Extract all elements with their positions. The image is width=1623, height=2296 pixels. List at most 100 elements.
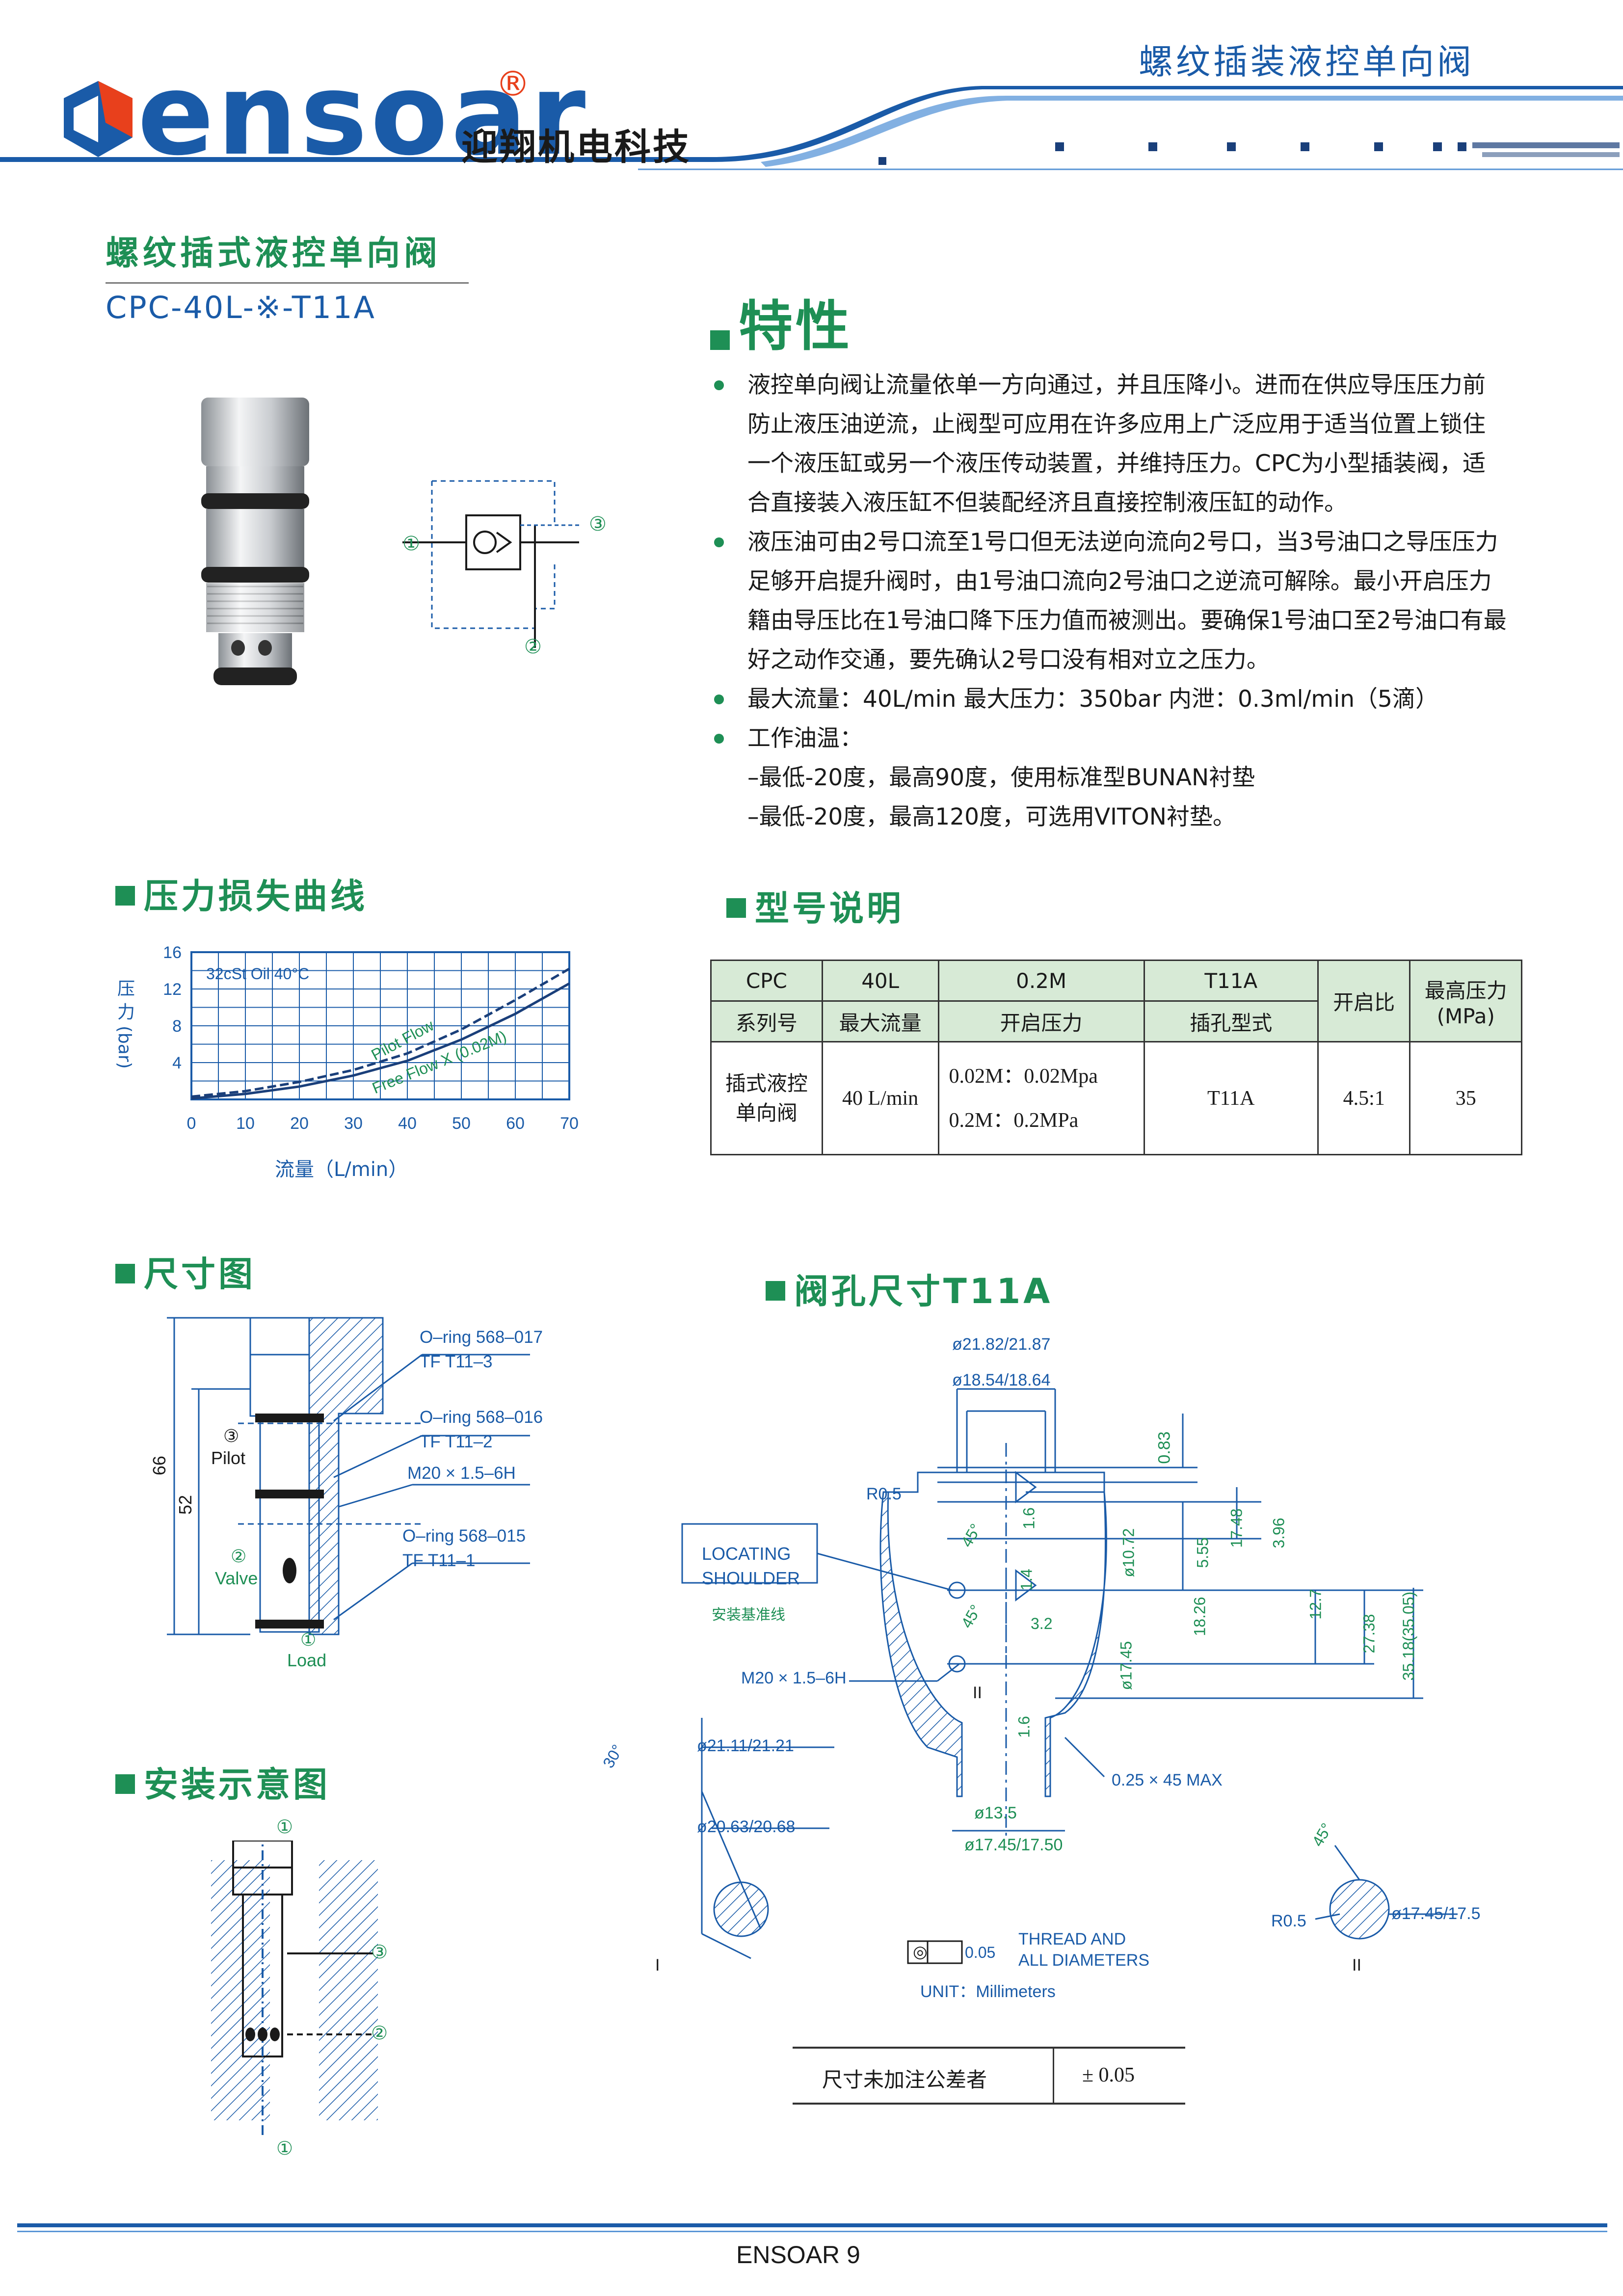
cavity-r05: R0.5 xyxy=(866,1485,902,1503)
cavity-127: 12.7 xyxy=(1306,1589,1325,1620)
maxp-head: 最高压力 xyxy=(1424,978,1507,1003)
y-tick-label: 12 xyxy=(163,980,182,999)
maxp-unit: (MPa) xyxy=(1437,1004,1495,1028)
x-tick-label: 40 xyxy=(398,1114,417,1133)
cavity-thread: M20 × 1.5–6H xyxy=(741,1669,847,1687)
x-tick-label: 20 xyxy=(290,1114,309,1133)
pilot-flow-label: Pilot Flow xyxy=(368,1016,437,1064)
x-tick-label: 70 xyxy=(560,1114,579,1133)
model-cell: 插式液控单向阀 xyxy=(710,1041,823,1155)
detail2-roman: II xyxy=(1352,1956,1361,1975)
valve-photo xyxy=(201,398,309,685)
section-square-icon xyxy=(726,898,746,918)
model-head-cell: CPC xyxy=(710,960,823,1002)
cavity-heading: 阀孔尺寸T11A xyxy=(766,1264,1053,1313)
detail2-diameter: ø17.45/17.5 xyxy=(1391,1904,1481,1923)
y-tick-label: 16 xyxy=(163,943,182,962)
pressure-curve-title: 压力损失曲线 xyxy=(144,876,368,916)
cavity-32: 3.2 xyxy=(1031,1615,1053,1632)
cavity-drawing xyxy=(681,1388,1458,1964)
unit-note: UNIT：Millimeters xyxy=(920,1982,1056,2001)
model-desc-heading: 型号说明 xyxy=(726,881,904,931)
product-divider xyxy=(106,282,469,284)
install-port-1-top: ① xyxy=(276,1817,293,1838)
dimension-heading: 尺寸图 xyxy=(115,1247,256,1296)
model-head-cell: T11A xyxy=(1143,960,1319,1002)
x-tick-label: 50 xyxy=(452,1114,471,1133)
bullet-icon xyxy=(714,537,724,547)
dim-52: 52 xyxy=(175,1495,196,1515)
symbol-port-1: ① xyxy=(402,533,420,555)
install-title: 安装示意图 xyxy=(144,1764,330,1805)
tf-label-2: TF T11–2 xyxy=(420,1432,493,1451)
install-port-3: ③ xyxy=(371,1942,388,1963)
tf-label-1: TF T11–3 xyxy=(420,1352,493,1371)
bullet-icon xyxy=(714,734,724,744)
product-model: CPC-40L-※-T11A xyxy=(106,290,376,325)
bullet-icon xyxy=(714,694,724,704)
tolerance-value: 0.05 xyxy=(965,1944,996,1961)
product-name: 螺纹插式液控单向阀 xyxy=(106,234,442,273)
model-head-cell: 0.2M xyxy=(937,960,1145,1002)
oring-label-1: O–ring 568–017 xyxy=(420,1328,543,1347)
pilot-label: Pilot xyxy=(211,1448,246,1468)
model-head-cell: 开启比 xyxy=(1317,960,1411,1042)
footer-text: ENSOAR 9 xyxy=(736,2241,860,2269)
cavity-d2: ø18.54/18.64 xyxy=(952,1371,1051,1389)
symbol-port-3: ③ xyxy=(589,513,607,535)
feature-line: 最大流量：40L/min 最大压力：350bar 内泄：0.3ml/min（5滴… xyxy=(714,680,1438,719)
logo-wordmark: ensoar xyxy=(137,50,589,181)
model-table: CPC 40L 0.2M T11A 开启比 最高压力 (MPa) 系列号 最大流… xyxy=(710,960,1522,1155)
feature-line: 足够开启提升阀时，由1号油口流向2号油口之逆流可解除。最小开启压力 xyxy=(747,568,1492,595)
feature-line: 防止液压油逆流，止阀型可应用在许多应用上广泛应用于适当位置上锁住 xyxy=(747,411,1486,438)
locating-label-2: SHOULDER xyxy=(702,1568,800,1588)
series-line xyxy=(191,967,570,1098)
cavity-d2111: ø21.11/21.21 xyxy=(697,1736,794,1755)
install-diagram xyxy=(211,1841,378,2135)
cavity-16a: 1.6 xyxy=(1020,1507,1038,1529)
cavity-555: 5.55 xyxy=(1194,1537,1212,1568)
footer-rule-thin xyxy=(17,2231,1607,2232)
tolerance-label: 尺寸未加注公差者 xyxy=(822,2069,987,2092)
feature-line: 液控单向阀让流量依单一方向通过，并且压降小。进而在供应导压压力前 xyxy=(714,366,1486,405)
model-head-cell: 开启压力 xyxy=(937,1000,1145,1042)
oil-note: 32cSt Oil 40°C xyxy=(206,965,309,983)
tolerance-value-cell: ± 0.05 xyxy=(1082,2064,1135,2086)
feature-line: 液压油可由2号口流至1号口但无法逆向流向2号口，当3号油口之导压压力 xyxy=(714,523,1498,562)
locating-label-cn: 安装基准线 xyxy=(712,1607,785,1623)
pressure-xlabel: 流量（L/min） xyxy=(275,1158,408,1181)
locating-label-1: LOCATING xyxy=(702,1544,791,1564)
cavity-roman1: I xyxy=(655,1956,660,1975)
model-desc-title: 型号说明 xyxy=(755,888,904,929)
logo-registered: ® xyxy=(496,64,530,104)
model-head-cell: 插孔型式 xyxy=(1143,1000,1319,1042)
x-tick-label: 60 xyxy=(506,1114,525,1133)
port-circle-1: ① xyxy=(300,1629,317,1650)
cavity-14: 1.4 xyxy=(1017,1569,1036,1591)
model-cell: T11A xyxy=(1143,1041,1319,1155)
oring-label-2: O–ring 568–016 xyxy=(420,1408,543,1427)
tolerance-table: 尺寸未加注公差者 ± 0.05 xyxy=(793,2047,1185,2105)
cavity-d1: ø21.82/21.87 xyxy=(952,1335,1051,1354)
detail2-r05: R0.5 xyxy=(1271,1912,1306,1930)
logo-icon xyxy=(64,81,133,157)
page-top-title: 螺纹插装液控单向阀 xyxy=(1139,42,1474,82)
cavity-d135: ø13.5 xyxy=(974,1804,1017,1822)
cavity-d2063: ø20.63/20.68 xyxy=(697,1817,796,1836)
model-cell: 35 xyxy=(1409,1041,1522,1155)
tolerance-divider xyxy=(1053,2049,1054,2103)
model-head-cell: 系列号 xyxy=(710,1000,823,1042)
feature-line: 籍由导压比在1号油口降下压力值而被测出。要确保1号油口至2号油口有最 xyxy=(747,607,1507,634)
install-port-1-bottom: ① xyxy=(276,2138,293,2159)
valve-label: Valve xyxy=(215,1568,258,1588)
install-heading: 安装示意图 xyxy=(115,1757,330,1807)
feature-line: 工作油温： xyxy=(714,719,863,758)
cavity-1745: ø17.45 xyxy=(1117,1641,1135,1690)
feature-line: –最低-20度，最高120度，可选用VITON衬垫。 xyxy=(747,803,1236,830)
features-title: 特性 xyxy=(739,295,852,358)
model-head-cell: 40L xyxy=(821,960,939,1002)
x-tick-label: 10 xyxy=(236,1114,255,1133)
thread-note-2: ALL DIAMETERS xyxy=(1018,1951,1150,1970)
